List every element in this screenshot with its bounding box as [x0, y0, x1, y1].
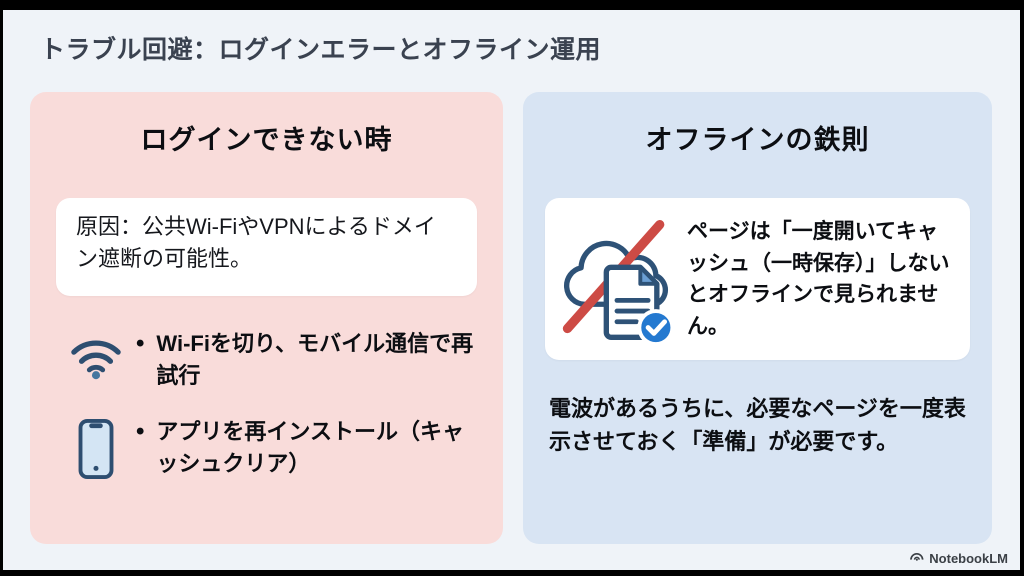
offline-info-box: ページは「一度開いてキャッシュ（一時保存）」しないとオフラインで見られません。	[545, 198, 970, 360]
cloud-offline-cached-document-icon	[555, 211, 679, 352]
login-cause-text: 原因：公共Wi-FiやVPNによるドメイン遮断の可能性。	[76, 214, 436, 271]
letterbox-bar-right	[1020, 0, 1024, 576]
letterbox-bar-top	[0, 0, 1024, 10]
wifi-bullet-row: • Wi-Fiを切り、モバイル通信で再試行	[30, 328, 493, 392]
offline-note-text: 電波があるうちに、必要なページを一度表示させておく「準備」が必要です。	[549, 396, 966, 454]
login-card-heading: ログインできない時	[140, 125, 393, 155]
login-cause-box: 原因：公共Wi-FiやVPNによるドメイン遮断の可能性。	[56, 198, 477, 296]
letterbox-bar-left	[0, 0, 3, 576]
wifi-icon	[64, 330, 128, 380]
offline-info-text: ページは「一度開いてキャッシュ（一時保存）」しないとオフラインで見られません。	[687, 220, 950, 338]
wifi-bullet-text: Wi-Fiを切り、モバイル通信で再試行	[156, 331, 474, 388]
smartphone-icon	[64, 418, 128, 480]
notebooklm-brand: NotebookLM	[909, 549, 1008, 567]
reinstall-bullet-text: アプリを再インストール（キャッシュクリア）	[156, 419, 464, 476]
notebooklm-logo-icon	[909, 549, 924, 567]
reinstall-bullet-row: • アプリを再インストール（キャッシュクリア）	[30, 416, 493, 480]
bullet-marker: •	[136, 418, 145, 445]
slide-title: トラブル回避：ログインエラーとオフライン運用	[40, 36, 602, 64]
login-trouble-card: ログインできない時 原因：公共Wi-FiやVPNによるドメイン遮断の可能性。 •…	[30, 92, 503, 544]
offline-card-heading: オフラインの鉄則	[645, 125, 870, 155]
letterbox-bar-bottom	[0, 570, 1024, 576]
bullet-marker: •	[136, 330, 145, 357]
notebooklm-brand-label: NotebookLM	[929, 550, 1008, 566]
offline-rules-card: オフラインの鉄則 ページは	[523, 92, 992, 544]
